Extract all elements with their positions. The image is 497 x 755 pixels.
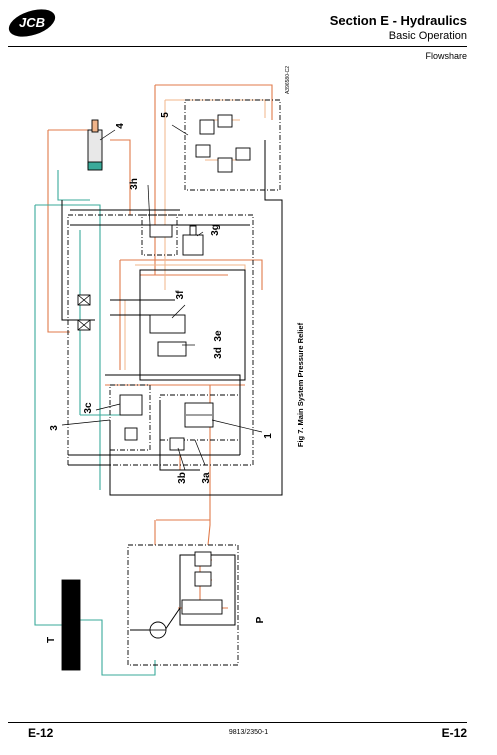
document-number: 9813/2350-1	[228, 729, 269, 736]
pump-regulator	[181, 599, 223, 615]
page-number-right: E-12	[441, 726, 467, 740]
header-rule	[8, 46, 467, 47]
label-5: 5	[160, 112, 171, 118]
valve-5-b	[217, 114, 233, 128]
valve-3d-3f-housing	[139, 269, 246, 381]
label-t: T	[46, 637, 57, 643]
pump-valve-2	[194, 571, 212, 587]
topic-label: Flowshare	[425, 51, 467, 61]
section-title: Section E - Hydraulics	[329, 13, 467, 28]
tank-t	[61, 579, 81, 671]
footer-rule	[8, 722, 467, 723]
leader-lines	[61, 124, 263, 471]
valve-3d	[157, 341, 187, 357]
valve-3c-pilot	[124, 427, 138, 441]
page-number-left: E-12	[28, 726, 54, 740]
label-3a: 3a	[201, 472, 212, 484]
figure-reference-code: A396580-C2	[285, 66, 291, 94]
priority-valve-5	[184, 99, 281, 191]
valve-3c	[119, 394, 143, 416]
section-subtitle: Basic Operation	[388, 30, 467, 42]
label-p: P	[255, 616, 266, 623]
label-3: 3	[49, 425, 60, 431]
valve-1-box	[159, 394, 241, 441]
valve-3h	[149, 224, 173, 238]
valve-block-enclosures	[67, 99, 281, 666]
label-3f: 3f	[175, 290, 186, 300]
valve-3b	[169, 437, 185, 451]
valve-5-d	[217, 157, 233, 173]
svg-text:JCB: JCB	[19, 15, 45, 30]
valve-3c-box	[109, 384, 151, 451]
valve-block-3	[67, 214, 254, 466]
pump-unit-p	[127, 544, 239, 666]
valve-3g-spring	[189, 225, 197, 236]
label-4: 4	[115, 123, 126, 129]
label-3c: 3c	[83, 402, 94, 414]
figure-caption: Fig 7. Main System Pressure Relief	[296, 322, 305, 447]
label-3b: 3b	[177, 472, 188, 484]
cylinder-4-cap	[87, 161, 103, 171]
valve-5-a	[199, 119, 215, 135]
valve-3h-box	[141, 214, 178, 256]
jcb-logo: JCB	[8, 9, 56, 37]
valve-5-e	[235, 147, 251, 161]
label-3d: 3d	[213, 347, 224, 359]
crossbox-symbols	[77, 294, 212, 631]
components	[61, 114, 251, 671]
valve-3g	[182, 234, 204, 256]
pump-valve-1	[194, 551, 212, 567]
cylinder-4-rod	[91, 119, 99, 133]
valve-5-c	[195, 144, 211, 158]
label-1: 1	[263, 433, 274, 439]
label-3g: 3g	[210, 224, 221, 236]
valve-3f	[149, 314, 186, 334]
label-3e: 3e	[213, 330, 224, 342]
tank-lines	[34, 170, 156, 676]
label-3h: 3h	[129, 178, 140, 190]
